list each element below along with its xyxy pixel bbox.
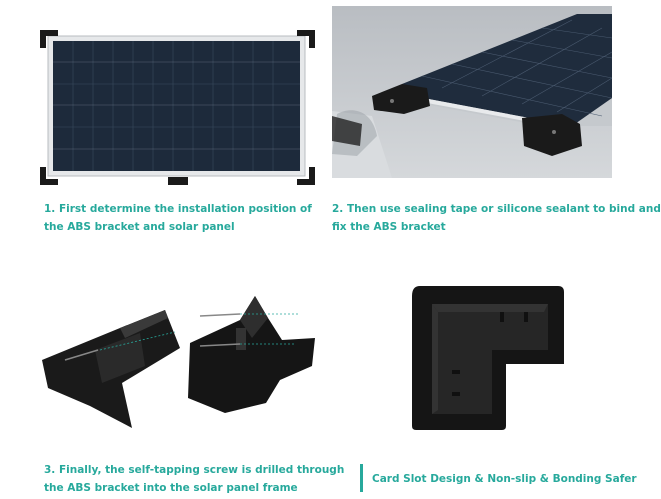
step-3-caption: 3. Finally, the self-tapping screw is dr… xyxy=(44,461,344,497)
step-1-line-2: the ABS bracket and solar panel xyxy=(44,221,235,233)
bracket-closeup-image xyxy=(408,282,566,432)
solar-panel-image xyxy=(40,30,315,185)
step-2-line-2: fix the ABS bracket xyxy=(332,221,446,233)
step-3-line-1: 3. Finally, the self-tapping screw is dr… xyxy=(44,464,345,476)
step-3-line-2: the ABS bracket into the solar panel fra… xyxy=(44,482,298,494)
installed-panel-photo xyxy=(332,6,613,178)
accent-bar xyxy=(360,464,363,492)
step-1-caption: 1. First determine the installation posi… xyxy=(44,200,312,236)
step-2-caption: 2. Then use sealing tape or silicone sea… xyxy=(332,200,661,236)
step-1-line-1: 1. First determine the installation posi… xyxy=(44,203,312,215)
feature-caption: Card Slot Design & Non-slip & Bonding Sa… xyxy=(372,470,637,488)
feature-text: Card Slot Design & Non-slip & Bonding Sa… xyxy=(372,473,637,485)
step-2-line-1: 2. Then use sealing tape or silicone sea… xyxy=(332,203,661,215)
screw-bracket-illustration xyxy=(40,288,330,438)
